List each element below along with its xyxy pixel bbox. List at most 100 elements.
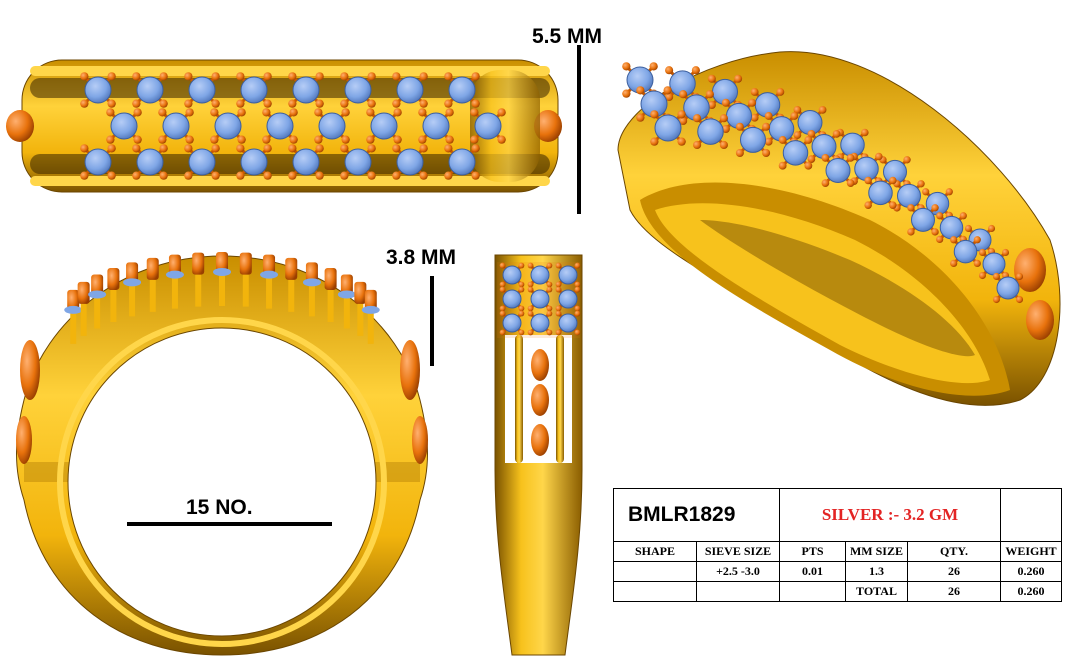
prong-icon: [184, 144, 193, 153]
prong-icon: [821, 179, 830, 187]
prong-icon: [555, 262, 562, 269]
prong-icon: [574, 305, 581, 312]
prong-icon: [832, 130, 841, 138]
stone-icon: [344, 76, 372, 104]
stone-icon: [502, 265, 522, 285]
prong-icon: [80, 99, 89, 108]
prong-icon: [931, 228, 939, 236]
prong-icon: [649, 62, 658, 71]
prong-icon: [721, 125, 730, 133]
prong-icon: [864, 176, 872, 185]
prong-icon: [158, 108, 167, 117]
prong-icon: [677, 110, 686, 119]
prong-icon: [315, 72, 324, 81]
prong-icon: [444, 72, 453, 81]
prong-icon: [470, 108, 479, 117]
prong-icon: [499, 310, 506, 317]
cell-shape: [613, 561, 697, 582]
prong-icon: [622, 62, 631, 71]
prong-icon: [778, 161, 787, 170]
prong-icon: [499, 305, 506, 312]
prong-icon: [527, 281, 534, 288]
prong-icon: [622, 89, 631, 98]
header-blank-cell: [1000, 488, 1062, 542]
prong-icon: [366, 135, 375, 144]
prong-icon: [907, 228, 915, 236]
prong-icon: [211, 171, 220, 180]
prong-icon: [367, 72, 376, 81]
prong-icon: [950, 236, 958, 244]
prong-icon: [419, 171, 428, 180]
prong-icon: [750, 113, 759, 122]
prong-icon: [527, 305, 534, 312]
prong-icon: [107, 267, 120, 290]
cell-pts: 0.01: [779, 561, 846, 582]
prong-icon: [663, 86, 672, 95]
prong-icon: [341, 135, 350, 144]
prong-icon: [546, 305, 553, 312]
prong-icon: [790, 112, 799, 120]
prong-icon: [907, 204, 915, 212]
prong-icon: [735, 149, 744, 157]
prong-icon: [707, 101, 716, 109]
stone-icon: [502, 289, 522, 309]
prong-icon: [211, 72, 220, 81]
stone-icon: [214, 112, 242, 140]
prong-icon: [263, 144, 272, 153]
prong-icon: [184, 72, 193, 81]
prong-icon: [315, 171, 324, 180]
prong-icon: [931, 204, 939, 212]
prong-icon: [764, 137, 773, 146]
spec-table: BMLR1829 SILVER :- 3.2 GM SHAPE SIEVE SI…: [613, 488, 1062, 602]
prong-icon: [691, 66, 700, 75]
stone-icon: [344, 148, 372, 176]
stone-icon: [110, 112, 138, 140]
prong-icon: [527, 310, 534, 317]
stone-icon: [361, 305, 380, 314]
prong-icon: [719, 140, 728, 150]
prong-icon: [184, 99, 193, 108]
prong-icon: [964, 224, 972, 232]
prong-icon: [889, 176, 897, 185]
prong-icon: [262, 108, 271, 117]
prong-icon: [973, 259, 981, 268]
prong-icon: [707, 74, 716, 83]
prong-icon: [392, 171, 401, 180]
prong-icon: [978, 272, 986, 280]
prong-icon: [693, 140, 702, 150]
stone-icon: [396, 148, 424, 176]
stone-icon: [318, 112, 346, 140]
prong-icon: [288, 72, 297, 81]
prong-icon: [184, 171, 193, 180]
stone-icon: [240, 76, 268, 104]
prong-icon: [776, 88, 785, 96]
design-code: BMLR1829: [613, 488, 780, 542]
table-row-total: TOTAL 26 0.260: [613, 581, 1062, 602]
stone-icon: [213, 268, 231, 276]
cell-weight: 0.260: [1000, 561, 1062, 582]
prong-icon: [992, 296, 1000, 304]
cell-pts: [779, 581, 846, 602]
prong-icon: [158, 135, 167, 144]
stone-icon: [266, 112, 294, 140]
prong-icon: [636, 86, 645, 95]
prong-icon: [236, 99, 245, 108]
prong-icon: [288, 171, 297, 180]
cell-total-label: TOTAL: [845, 581, 908, 602]
stone-icon: [897, 183, 921, 208]
prong-icon: [340, 171, 349, 180]
prong-icon: [764, 112, 773, 120]
prong-icon: [861, 128, 869, 137]
prong-icon: [864, 201, 872, 209]
prong-icon: [959, 212, 967, 220]
prong-icon: [192, 252, 205, 275]
prong-icon: [527, 262, 534, 269]
prong-icon: [750, 88, 759, 96]
prong-icon: [804, 161, 813, 170]
prong-icon: [159, 144, 168, 153]
stone-icon: [530, 265, 550, 285]
prong-icon: [289, 135, 298, 144]
prong-icon: [665, 66, 674, 75]
prong-icon: [471, 99, 480, 108]
prong-icon: [419, 99, 428, 108]
